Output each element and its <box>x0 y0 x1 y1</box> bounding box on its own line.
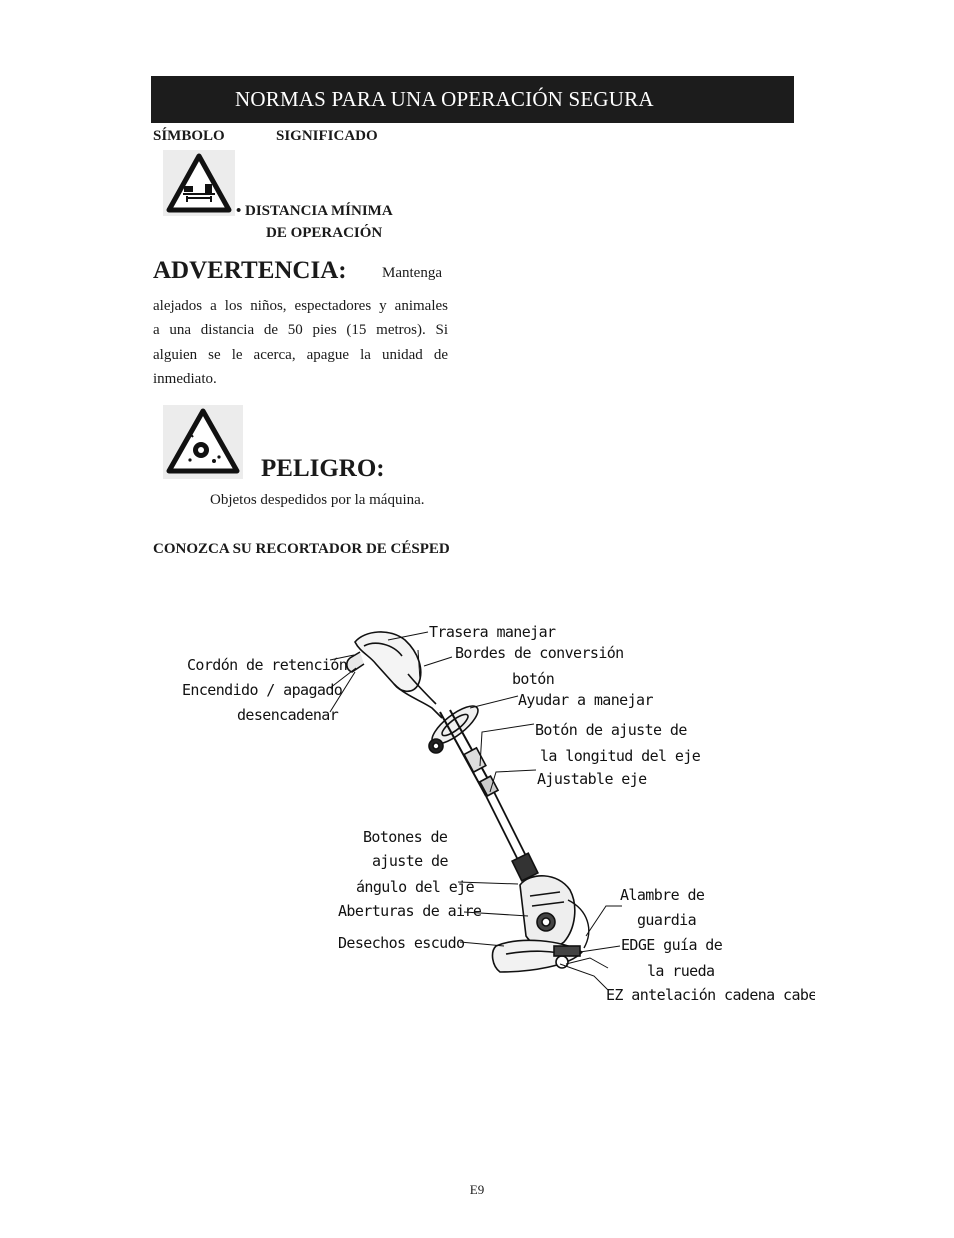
label-cord-retainer: Cordón de retención <box>187 656 347 674</box>
label-on-off-2: desencadenar <box>237 706 339 724</box>
thrown-objects-warning-icon <box>163 405 243 479</box>
label-edge-wheel-2: la rueda <box>647 962 714 980</box>
warning-title: ADVERTENCIA: <box>153 257 347 284</box>
label-assist-handle: Ayudar a manejar <box>518 691 653 709</box>
symbol-meaning-line-1: • DISTANCIA MÍNIMA <box>236 203 393 219</box>
label-debris-shield: Desechos escudo <box>338 934 465 952</box>
section-header-title: NORMAS PARA UNA OPERACIÓN SEGURA <box>235 87 654 111</box>
label-edge-wheel-1: EDGE guía de <box>621 936 723 954</box>
label-shaft-length-1: Botón de ajuste de <box>535 721 687 739</box>
warning-text-line-3: alguien se le acerca, apague la unidad d… <box>153 347 448 363</box>
label-angle-buttons-1: Botones de <box>363 828 448 846</box>
label-guard-wire-1: Alambre de <box>620 886 705 904</box>
leader-lines <box>329 631 622 991</box>
label-edge-conversion-2: botón <box>512 670 554 688</box>
label-angle-buttons-2: ajuste de <box>372 852 448 870</box>
label-air-vents: Aberturas de aire <box>338 902 482 920</box>
column-symbol-heading: SÍMBOLO <box>153 128 225 144</box>
warning-text-line-4: inmediato. <box>153 371 217 387</box>
section-title: CONOZCA SU RECORTADOR DE CÉSPED <box>153 541 450 557</box>
label-shaft-length-2: la longitud del eje <box>540 747 701 765</box>
column-meaning-heading: SIGNIFICADO <box>276 128 378 144</box>
warning-first-word: Mantenga <box>382 265 442 281</box>
danger-title: PELIGRO: <box>261 455 385 482</box>
label-on-off-1: Encendido / apagado <box>182 681 343 699</box>
warning-text-line-1: alejados a los niños, espectadores y ani… <box>153 298 448 314</box>
page-number: E9 <box>469 1182 485 1197</box>
trimmer-illustration <box>346 631 590 973</box>
label-adjustable-shaft: Ajustable eje <box>537 770 647 788</box>
label-edge-conversion-1: Bordes de conversión <box>455 644 624 662</box>
trimmer-diagram: Trasera manejar Bordes de conversión bot… <box>182 623 815 1004</box>
label-guard-wire-2: guardia <box>637 911 696 929</box>
symbol-meaning-line-2: DE OPERACIÓN <box>266 225 383 241</box>
label-angle-buttons-3: ángulo del eje <box>356 878 475 896</box>
minimum-distance-warning-icon <box>163 150 235 216</box>
danger-text: Objetos despedidos por la máquina. <box>210 492 425 508</box>
label-ez-head: EZ antelación cadena cabeza <box>606 986 815 1004</box>
label-rear-handle: Trasera manejar <box>429 623 556 641</box>
warning-text-line-2: a una distancia de 50 pies (15 metros). … <box>153 322 448 338</box>
section-header-bar: NORMAS PARA UNA OPERACIÓN SEGURA <box>151 76 794 123</box>
